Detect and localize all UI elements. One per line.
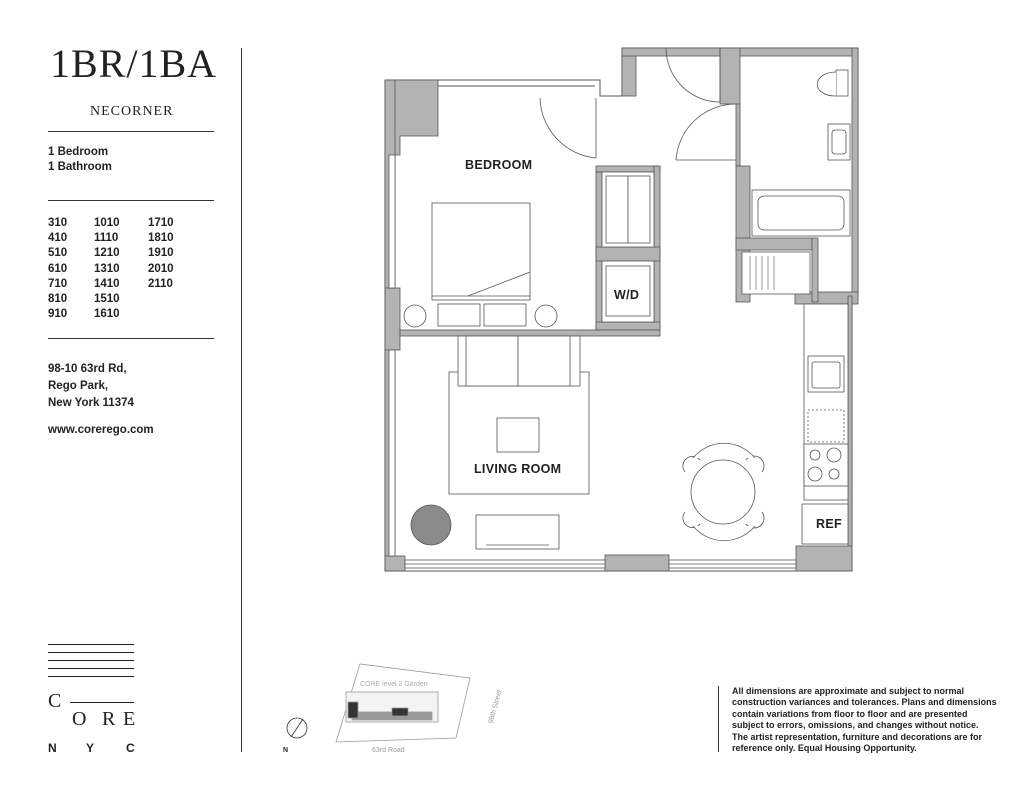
website-link[interactable]: www.corerego.com: [48, 424, 154, 436]
unit-number: 1110: [94, 232, 119, 245]
unit-number: 610: [48, 262, 68, 275]
address-line: 98-10 63rd Rd,: [48, 363, 127, 375]
ref-label: REF: [816, 517, 842, 531]
unit-number: 1610: [94, 308, 120, 321]
unit-number: 810: [48, 293, 68, 306]
divider: [48, 200, 214, 201]
core-nyc-logo: C O R E N Y C: [48, 644, 138, 755]
address-block: 98-10 63rd Rd, Rego Park, New York 11374: [48, 361, 134, 412]
unit-number: 1510: [94, 293, 120, 306]
unit-number: 1710: [148, 217, 174, 229]
unit-number: 910: [48, 308, 68, 321]
disclaimer-text: All dimensions are approximate and subje…: [732, 686, 997, 754]
unit-number: 310: [48, 217, 68, 229]
living-room-label: LIVING ROOM: [474, 462, 561, 476]
compass-icon: [286, 717, 308, 739]
unit-number: 710: [48, 277, 68, 290]
wd-label: W/D: [614, 288, 639, 302]
key-plan-garden-label: CORE level 2 Garden: [360, 681, 428, 688]
unit-number: 1410: [94, 277, 120, 290]
unit-number-list: 310 1010 1710 410 1110 1810 510 1210 191…: [48, 216, 198, 322]
bedroom-count: 1 Bedroom: [48, 146, 109, 158]
disclaimer-divider: [718, 686, 719, 752]
unit-number: 1810: [148, 232, 174, 245]
address-line: New York 11374: [48, 397, 134, 409]
unit-number: 1310: [94, 262, 120, 275]
unit-number: 1210: [94, 247, 120, 260]
divider: [48, 338, 214, 339]
address-line: Rego Park,: [48, 380, 109, 392]
unit-number: 510: [48, 247, 68, 260]
plan-title: 1BR/1BA: [50, 41, 218, 86]
unit-number: 2010: [148, 262, 174, 275]
unit-number: 2110: [148, 277, 173, 290]
key-plan-street-label: 98th Street: [488, 689, 504, 724]
key-plan-road-label: 63rd Road: [372, 747, 405, 754]
key-plan: [335, 663, 471, 743]
bedroom-label: BEDROOM: [465, 158, 532, 172]
unit-number: 410: [48, 232, 68, 245]
north-label: N: [283, 747, 288, 754]
unit-number: 1010: [94, 217, 120, 229]
room-counts: 1 Bedroom 1 Bathroom: [48, 145, 112, 175]
plan-subtitle: NECORNER: [90, 104, 174, 119]
bathroom-count: 1 Bathroom: [48, 161, 112, 173]
divider: [48, 131, 214, 132]
unit-number: 1910: [148, 247, 174, 260]
vertical-divider: [241, 48, 242, 752]
